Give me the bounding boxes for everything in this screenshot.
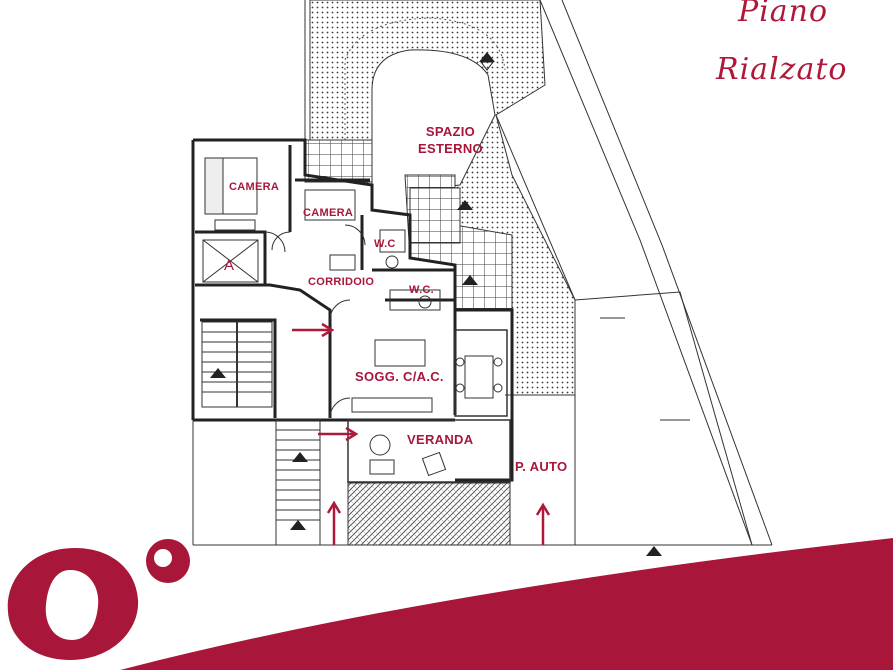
door-swings: [264, 224, 366, 419]
decorative-swoosh: [120, 538, 893, 670]
room-label-camera-2: CAMERA: [303, 207, 354, 219]
room-label-wc-1: W.C: [374, 238, 396, 250]
title-line-1: Piano: [738, 0, 829, 29]
room-label-spazio-esterno: SPAZIO ESTERNO: [418, 123, 483, 157]
stair-mark-label: A: [224, 257, 235, 274]
room-label-veranda: VERANDA: [407, 432, 474, 447]
room-label-wc-2: W.C.: [409, 284, 435, 296]
site-boundary: [192, 0, 773, 546]
title-line-2: Rialzato: [716, 52, 848, 87]
room-label-corridoio: CORRIDOIO: [308, 276, 375, 288]
spazio-label-line-2: ESTERNO: [418, 141, 483, 156]
brand-logo: [7, 539, 190, 660]
entry-arrows: [292, 322, 551, 545]
room-label-posto-auto: P. AUTO: [515, 459, 568, 474]
room-label-soggiorno: SOGG. C/A.C.: [355, 369, 444, 384]
spazio-label-line-1: SPAZIO: [425, 124, 476, 139]
level-markers: [210, 52, 662, 556]
furniture: [204, 157, 503, 477]
tiled-terraces: [304, 139, 513, 311]
veranda-paving: [347, 482, 511, 546]
stairs: [201, 239, 321, 546]
room-label-camera-1: CAMERA: [229, 181, 280, 193]
veranda-structure: [347, 329, 511, 483]
